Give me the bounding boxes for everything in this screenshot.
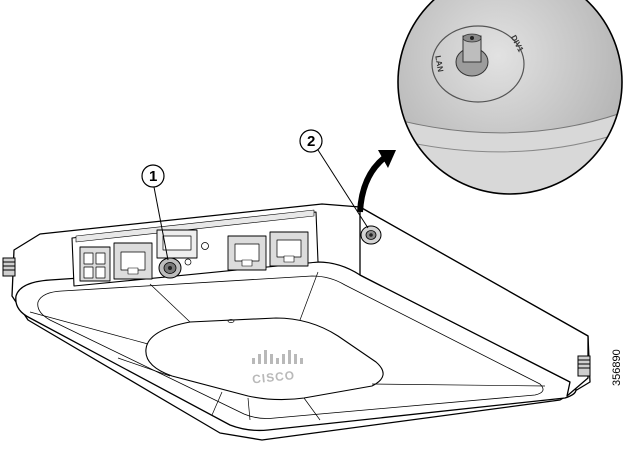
antenna-connector <box>158 257 182 279</box>
power-connector <box>79 246 111 282</box>
figure-id: 356890 <box>611 349 623 386</box>
cisco-logo: CISCO <box>252 350 303 386</box>
inset-zoom: LAN DIV1 <box>397 0 623 195</box>
ethernet-port-left <box>113 242 153 280</box>
cisco-wordmark: CISCO <box>252 368 296 386</box>
inset-label-ring <box>431 25 525 103</box>
callout-2-number: 2 <box>307 133 315 150</box>
ap-facet-lines <box>29 271 546 421</box>
inset-label-lan: LAN <box>433 55 445 73</box>
ethernet-port-right-1 <box>227 235 267 271</box>
antenna-stub-left <box>2 257 16 277</box>
callout-2: 2 <box>299 129 369 229</box>
status-led <box>227 319 235 323</box>
zoom-arrow <box>357 150 396 213</box>
callout-1-leader <box>153 186 169 261</box>
console-slot <box>156 229 209 266</box>
callout-2-leader <box>317 149 369 229</box>
inset-connector <box>455 33 489 77</box>
callout-1: 1 <box>141 164 169 261</box>
ethernet-port-right-2 <box>269 231 309 267</box>
side-antenna-connector <box>360 225 382 245</box>
ap-right-side <box>359 206 589 397</box>
antenna-stub-right <box>577 355 591 377</box>
callout-1-number: 1 <box>149 168 157 185</box>
port-panel <box>71 209 319 287</box>
